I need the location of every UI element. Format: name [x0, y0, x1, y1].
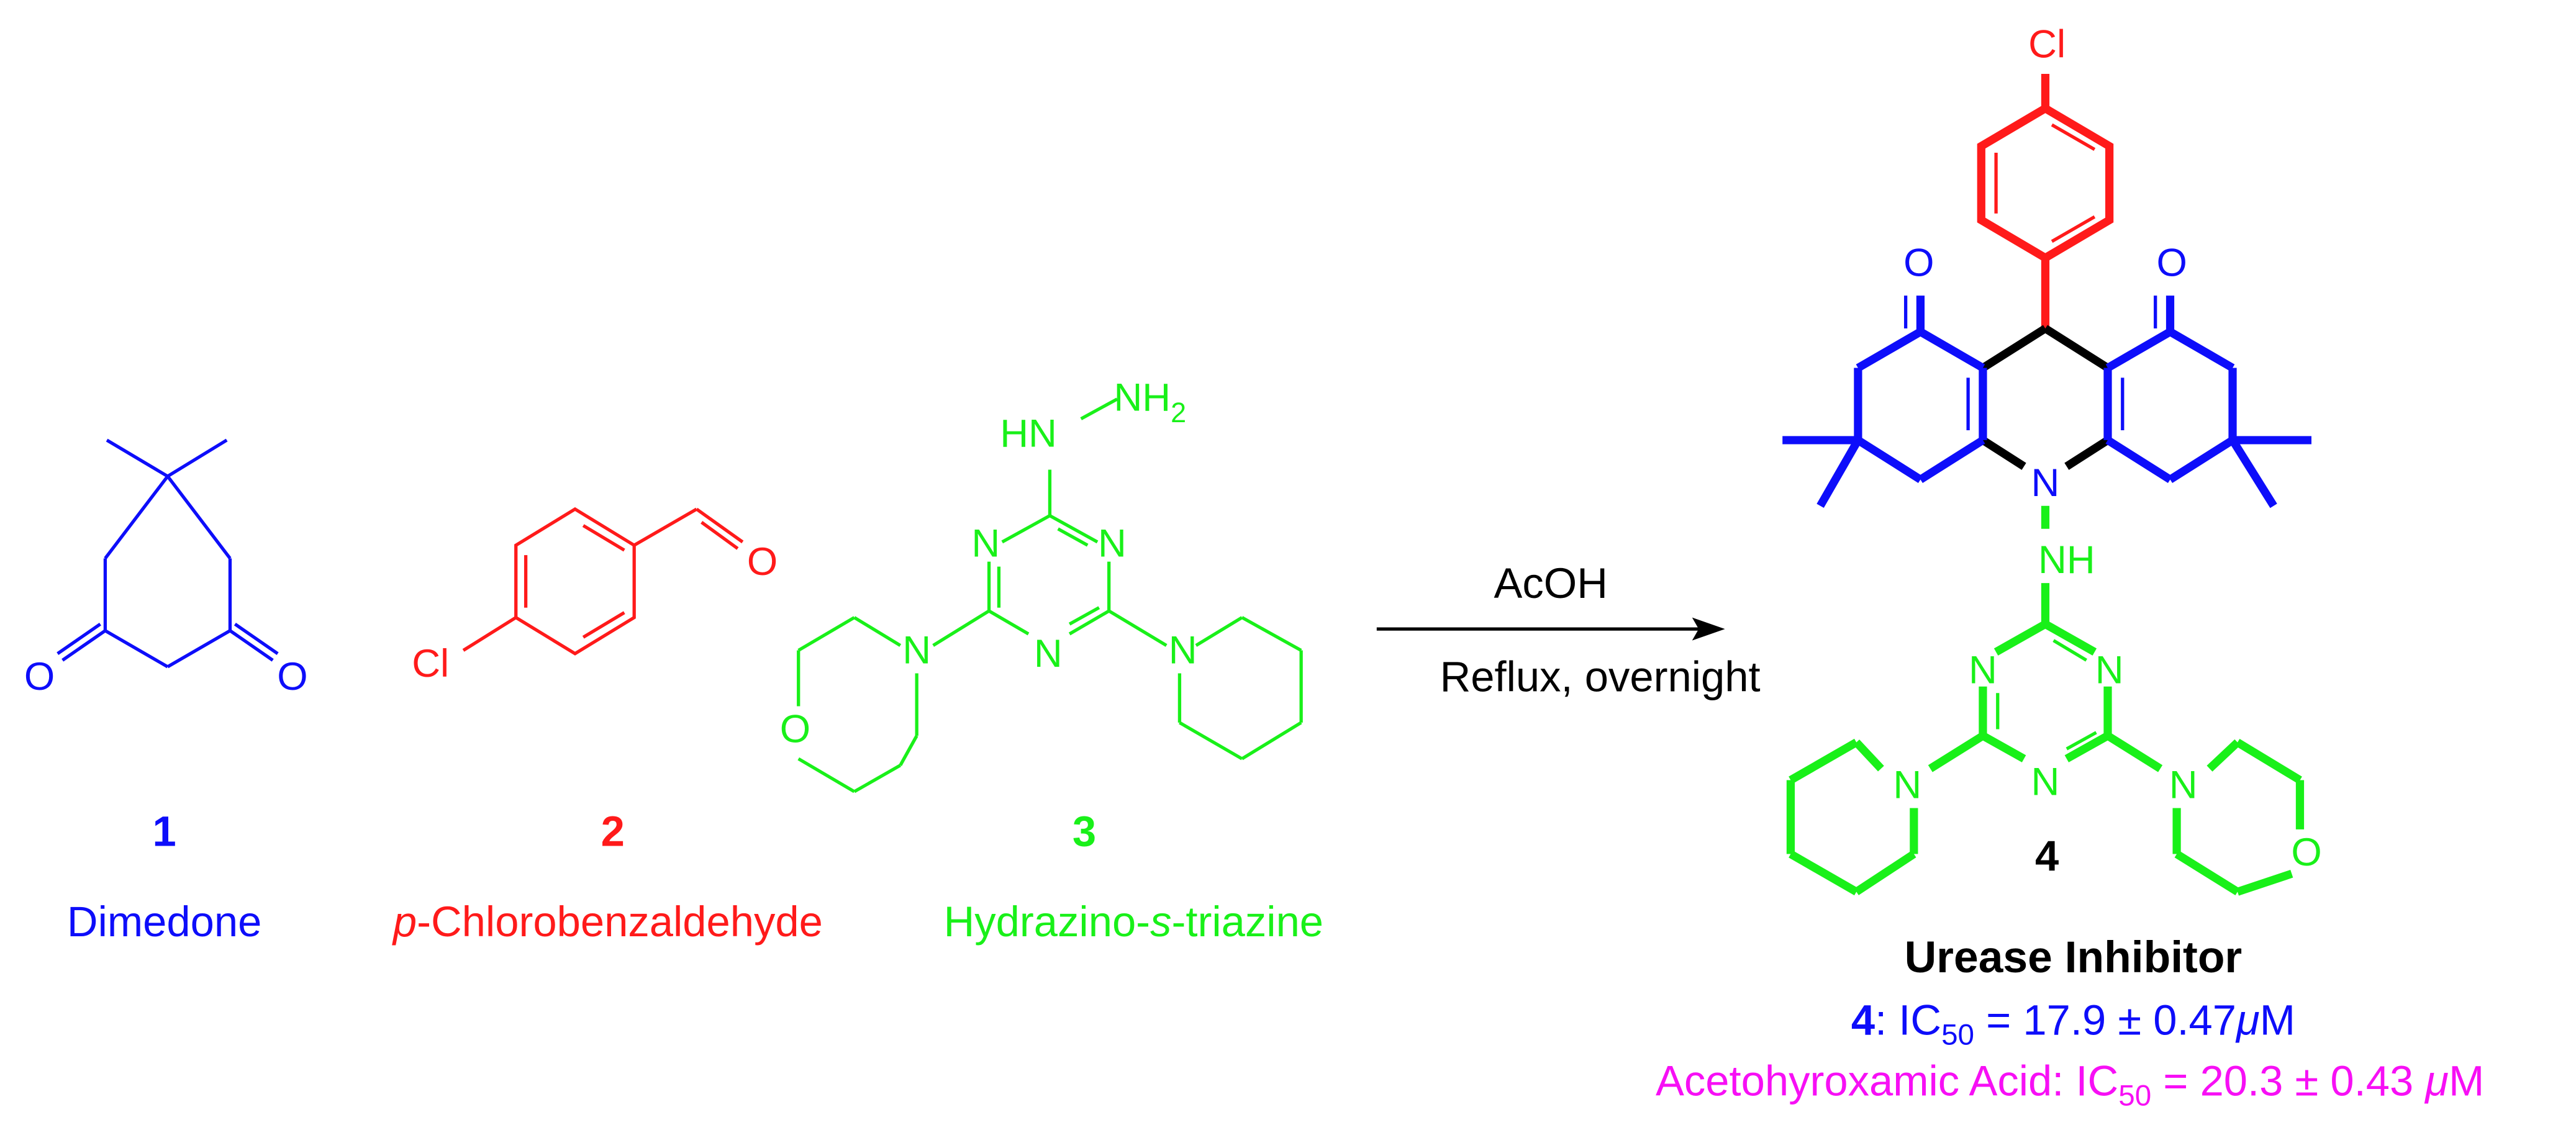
compound-number-4: 4	[2035, 832, 2059, 880]
compound-number-2: 2	[601, 807, 625, 855]
atom-n-product-triazine-right: N	[2095, 648, 2124, 692]
product-title: Urease Inhibitor	[1905, 933, 2243, 982]
reaction-arrow	[1376, 617, 1725, 641]
atom-n-product-triazine-left: N	[1969, 648, 1997, 692]
dimedone-structure	[57, 438, 279, 669]
condition-label: Reflux, overnight	[1440, 653, 1761, 701]
reagent-label: AcOH	[1494, 559, 1608, 607]
compound-name-hydrazino-triazine: Hydrazino-s-triazine	[944, 898, 1323, 946]
atom-n-triazine-left: N	[971, 522, 1000, 566]
atom-o-dimedone-left: O	[24, 655, 55, 698]
product-cyclohexenone-rings	[1782, 296, 2311, 508]
atom-n-product-triazine-bottom: N	[2031, 760, 2060, 803]
atom-o-product-morpholine: O	[2291, 831, 2321, 874]
atom-cl-chlorobenzaldehyde: Cl	[412, 642, 449, 685]
hydrazino-triazine-structure	[797, 397, 1303, 793]
product-ic50: 4: IC50 = 17.9 ± 0.47μM	[1851, 996, 2295, 1052]
compound-number-1: 1	[153, 807, 176, 855]
product-triazine	[1786, 505, 2305, 896]
atom-o-morpholine: O	[780, 708, 810, 751]
chlorobenzaldehyde-structure	[462, 507, 744, 656]
reference-ic50: Acetohyroxamic Acid: IC50 = 20.3 ± 0.43 …	[1656, 1057, 2484, 1112]
atom-o-aldehyde: O	[747, 540, 778, 584]
product-chlorophenyl	[1977, 74, 2114, 329]
compound-number-3: 3	[1073, 807, 1096, 855]
atom-cl-product: Cl	[2028, 23, 2066, 66]
atom-o-product-right: O	[2156, 241, 2187, 284]
atom-nh-linker: NH	[2038, 538, 2095, 582]
atom-n-triazine-bottom: N	[1034, 632, 1063, 675]
atom-n-triazine-right: N	[1098, 522, 1127, 566]
product-central-ring	[1980, 325, 2110, 470]
atom-n-product-morpholine: N	[2169, 764, 2198, 807]
atom-o-dimedone-right: O	[277, 655, 307, 698]
atom-n-acridine: N	[2031, 461, 2060, 505]
atom-o-product-left: O	[1903, 241, 1934, 284]
atom-n-morpholine: N	[902, 629, 931, 672]
atom-nh2-hydrazine: NH2	[1113, 376, 1186, 428]
compound-name-chlorobenzaldehyde: p-Chlorobenzaldehyde	[392, 898, 823, 946]
atom-n-piperidine: N	[1169, 629, 1197, 672]
atom-n-product-piperidine: N	[1893, 764, 1921, 807]
compound-name-dimedone: Dimedone	[67, 898, 261, 946]
atom-hn-hydrazine: HN	[1000, 412, 1057, 456]
